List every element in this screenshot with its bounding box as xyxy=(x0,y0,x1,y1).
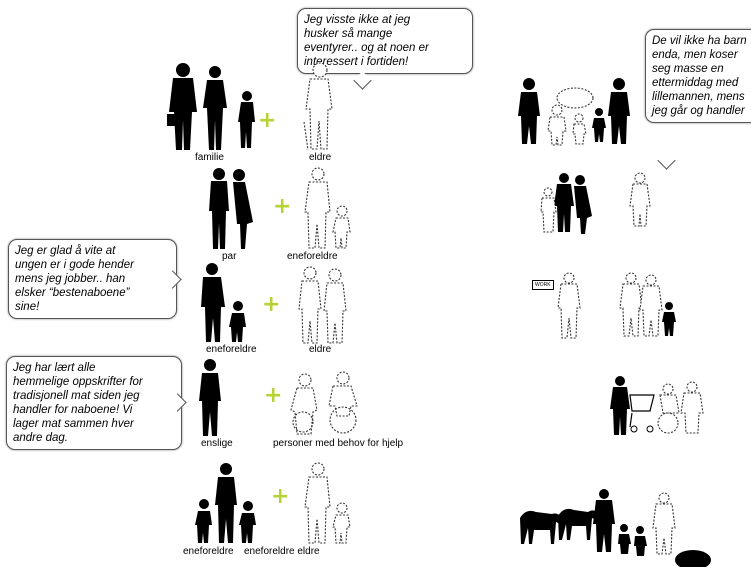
plus-sign: + xyxy=(262,292,281,317)
parent-at-work-scene xyxy=(557,272,676,339)
persons-needing-help-outline xyxy=(290,371,358,435)
pair-3-left-label: eneforeldre xyxy=(206,344,257,355)
couple-silhouette xyxy=(209,168,253,249)
shopping-help-scene xyxy=(610,376,704,435)
pair-1-left-label: familie xyxy=(195,152,224,163)
bubble-text-childcare: Jeg er glad å vite at ungen er i gode he… xyxy=(15,245,134,313)
single-parent-silhouette xyxy=(201,263,246,342)
animals-and-family-scene xyxy=(520,489,711,567)
elder-with-child-outline xyxy=(304,462,351,544)
pair-5-right-label: eneforeldre eldre xyxy=(244,546,320,557)
couple-with-elder-scene xyxy=(540,172,651,234)
bubble-tail xyxy=(353,71,372,90)
bubble-text-dinner: De vil ikke ha barn enda, men koser seg … xyxy=(652,35,747,117)
pair-1-right-label: eldre xyxy=(309,152,332,163)
speech-bubble-memories: Jeg visste ikke at jeg husker så mange e… xyxy=(297,8,473,74)
plus-sign: + xyxy=(271,484,290,509)
family-silhouette xyxy=(167,63,255,150)
bubble-text-memories: Jeg visste ikke at jeg husker så mange e… xyxy=(304,14,429,68)
plus-sign: + xyxy=(273,194,292,219)
speech-bubble-dinner: De vil ikke ha barn enda, men koser seg … xyxy=(645,29,751,123)
pair-2-left-label: par xyxy=(222,251,237,262)
speech-bubble-childcare: Jeg er glad å vite at ungen er i gode he… xyxy=(8,239,177,319)
pair-3-right-label: eldre xyxy=(309,344,332,355)
family-with-elder-scene xyxy=(518,78,630,146)
speech-bubble-recipes: Jeg har lært alle hemmelige oppskrifter … xyxy=(6,356,182,450)
single-parent-two-children-silhouette xyxy=(195,463,256,543)
pair-4-left-label: enslige xyxy=(201,438,233,449)
single-person-silhouette xyxy=(199,359,221,436)
elderly-couple-outline xyxy=(298,266,347,344)
pair-2-right-label: eneforeldre xyxy=(287,251,338,262)
single-parent-outline xyxy=(304,167,351,249)
pair-4-right-label: personer med behov for hjelp xyxy=(273,438,404,449)
plus-sign: + xyxy=(264,383,283,408)
bubble-tail xyxy=(657,151,676,170)
elderly-outline xyxy=(303,62,333,151)
work-sign: WORK xyxy=(532,280,554,290)
pair-5-left-label: eneforeldre xyxy=(183,546,234,557)
plus-sign: + xyxy=(258,108,277,133)
bubble-text-recipes: Jeg har lært alle hemmelige oppskrifter … xyxy=(13,362,143,444)
